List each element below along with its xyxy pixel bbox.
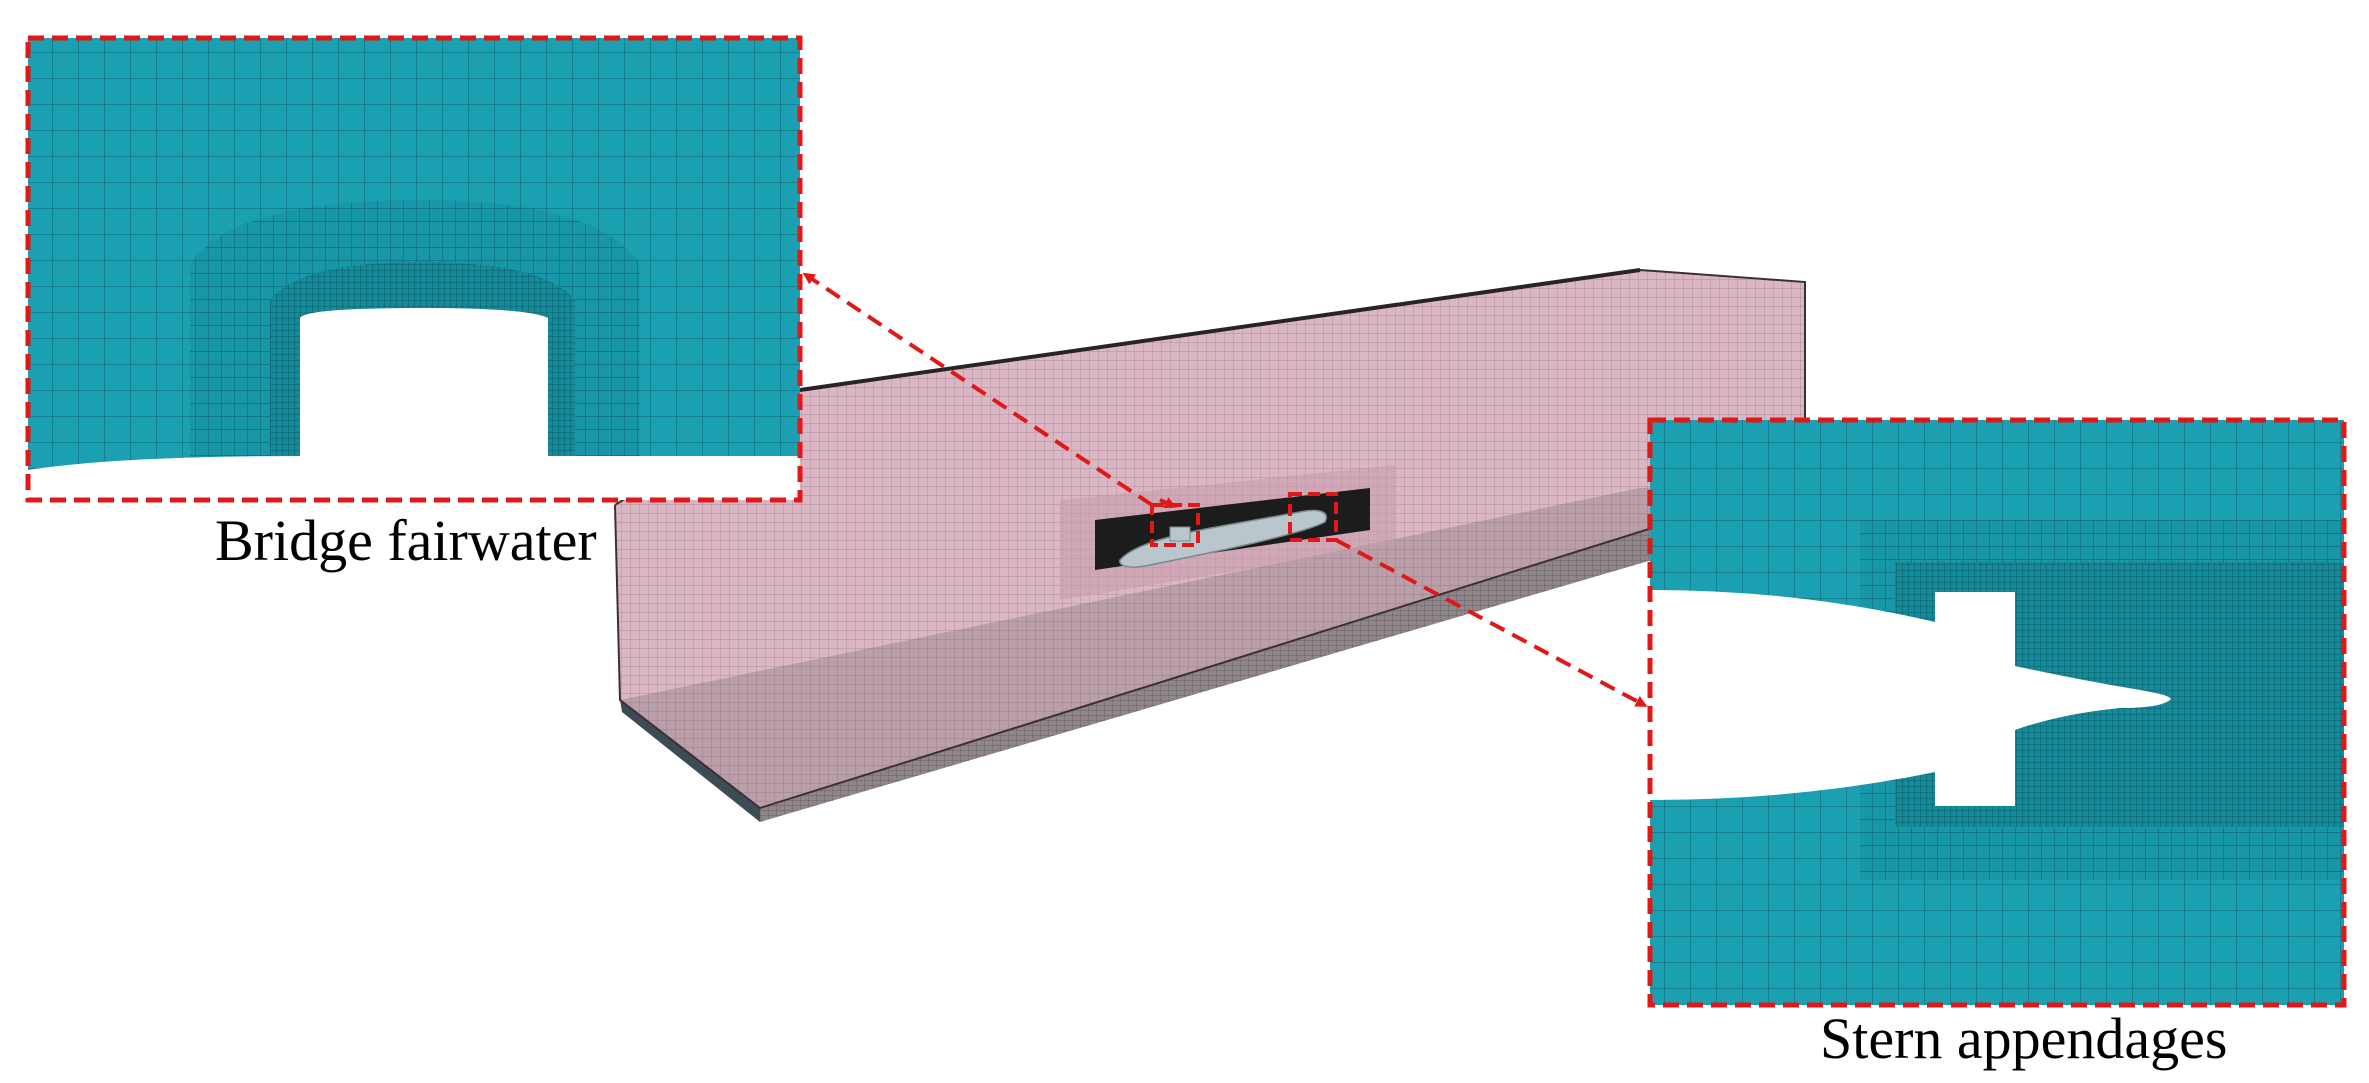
inset-bridge-body (28, 308, 800, 500)
arrow-to-bridge-model (1159, 497, 1177, 509)
inset-stern-appendages (1647, 417, 2347, 1008)
submarine-sail (1169, 526, 1191, 542)
label-stern-appendages: Stern appendages (1820, 1006, 2228, 1071)
zoom-box-stern (1288, 492, 1338, 542)
arrow-to-bridge-inset (802, 272, 1154, 507)
arrow-to-stern-inset (1335, 538, 1648, 707)
inset-stern-body (1650, 590, 2171, 806)
label-bridge-fairwater: Bridge fairwater (215, 508, 597, 573)
domain-side-lower-band (620, 480, 1805, 808)
inset-bridge-frame (25, 35, 803, 503)
computational-domain (614, 268, 1806, 822)
domain-bottom-face (760, 480, 1805, 822)
domain-top-edge (799, 268, 1641, 392)
callout-arrows (802, 272, 1648, 707)
domain-end-face (620, 700, 760, 822)
inset-stern-frame (1647, 417, 2347, 1008)
inset-bridge-fairwater (25, 35, 803, 503)
